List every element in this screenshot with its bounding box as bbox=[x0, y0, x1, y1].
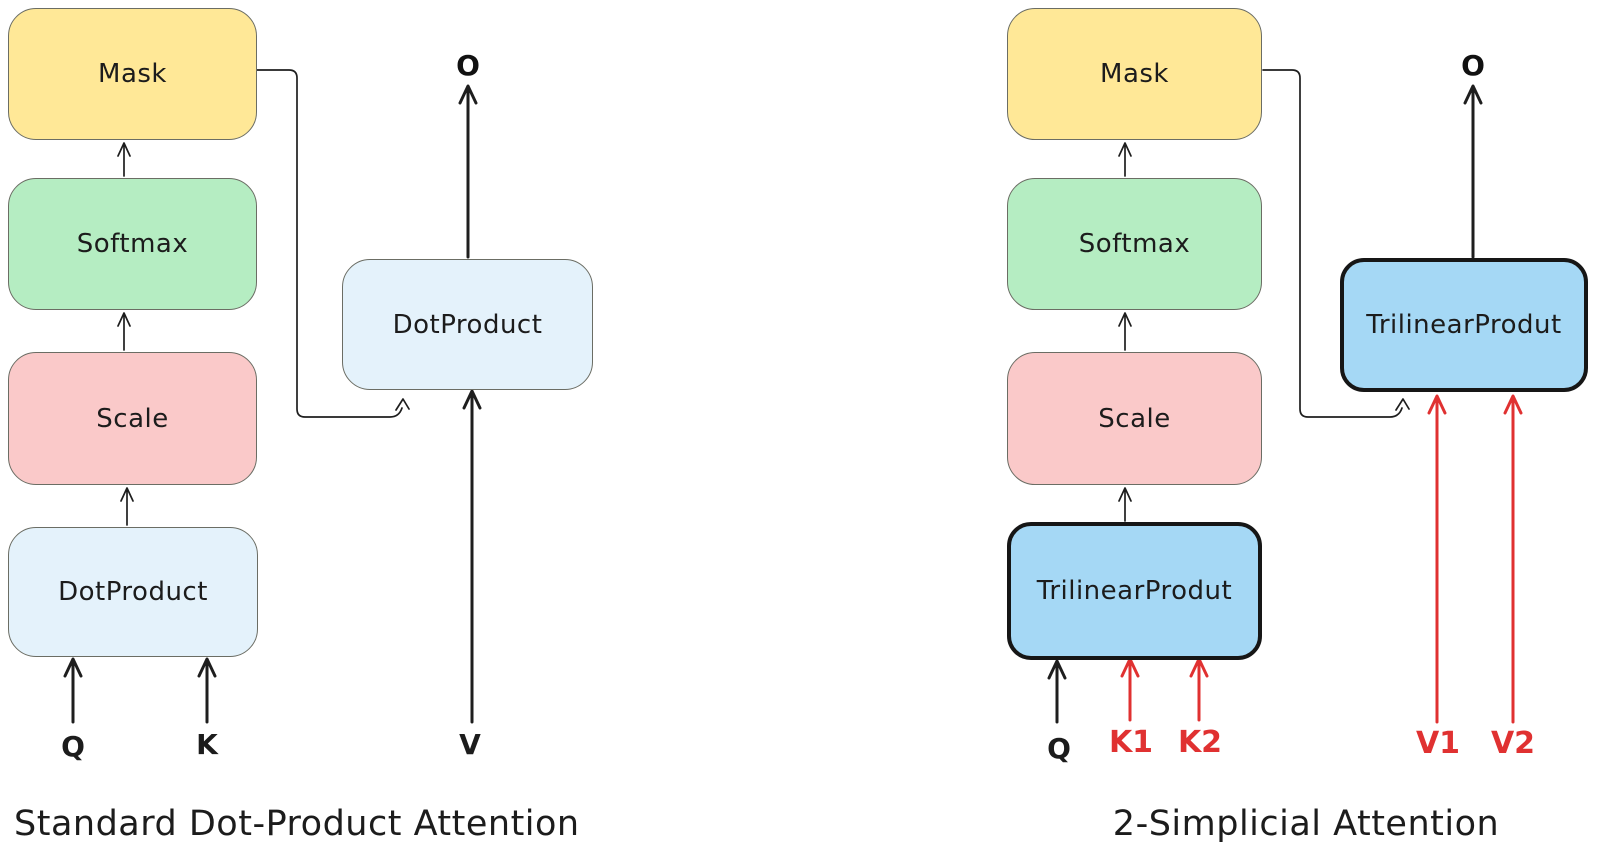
dotproduct-combine-box-left: DotProduct bbox=[342, 259, 593, 390]
softmax-to-mask-arrow-right bbox=[1118, 142, 1132, 177]
dotproduct-to-scale-arrow-left bbox=[120, 487, 134, 526]
trilinear-combine-box-right: TrilinearProdut bbox=[1340, 258, 1588, 392]
output-node-left: O bbox=[456, 49, 480, 82]
left-diagram-caption: Standard Dot-Product Attention bbox=[14, 804, 580, 844]
softmax-box-right: Softmax bbox=[1007, 178, 1262, 310]
v1-input-arrow-right bbox=[1427, 394, 1447, 724]
output-arrow-left bbox=[458, 84, 478, 259]
output-node-right: O bbox=[1461, 49, 1485, 82]
q-input-arrow-right bbox=[1047, 659, 1067, 724]
v2-input-label-right: V2 bbox=[1490, 726, 1536, 761]
k-input-arrow-left bbox=[197, 657, 217, 724]
k2-input-arrow-right bbox=[1189, 657, 1209, 722]
mask-box-left: Mask bbox=[8, 8, 257, 140]
k1-input-label-right: K1 bbox=[1108, 725, 1154, 760]
scale-box-left: Scale bbox=[8, 352, 257, 485]
right-diagram-caption: 2-Simplicial Attention bbox=[1112, 804, 1500, 844]
softmax-to-mask-arrow-left bbox=[117, 142, 131, 177]
scale-to-softmax-arrow-left bbox=[117, 312, 131, 351]
v1-input-label-right: V1 bbox=[1415, 726, 1461, 761]
v-input-arrow-left bbox=[462, 389, 482, 724]
q-input-arrow-left bbox=[63, 657, 83, 724]
q-input-label-right: Q bbox=[1047, 732, 1071, 765]
mask-box-right: Mask bbox=[1007, 8, 1262, 140]
scale-to-softmax-arrow-right bbox=[1118, 312, 1132, 351]
v-input-label-left: V bbox=[459, 728, 481, 761]
dotproduct-box-left: DotProduct bbox=[8, 527, 258, 657]
trilinear-to-scale-arrow-right bbox=[1118, 487, 1132, 522]
trilinear-product-box-right: TrilinearProdut bbox=[1007, 522, 1262, 660]
q-input-label-left: Q bbox=[61, 730, 85, 763]
scale-box-right: Scale bbox=[1007, 352, 1262, 485]
softmax-box-left: Softmax bbox=[8, 178, 257, 310]
k2-input-label-right: K2 bbox=[1177, 725, 1223, 760]
k1-input-arrow-right bbox=[1120, 657, 1140, 722]
k-input-label-left: K bbox=[196, 728, 218, 761]
v2-input-arrow-right bbox=[1503, 394, 1523, 724]
output-arrow-right bbox=[1463, 84, 1483, 259]
